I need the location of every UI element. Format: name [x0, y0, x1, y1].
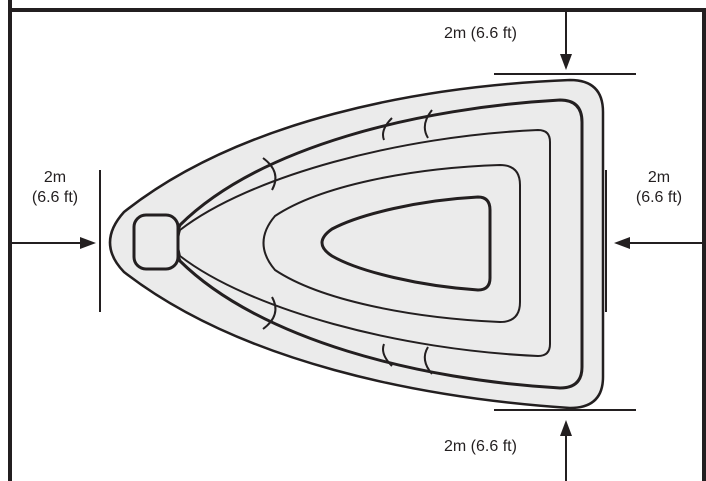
bottom-clearance-label: 2m (6.6 ft)	[444, 438, 517, 455]
bow-box	[132, 213, 180, 271]
clearance-bars	[99, 73, 636, 411]
arrow-right-icon	[10, 237, 96, 249]
room-walls	[8, 0, 706, 481]
top-clearance-label: 2m (6.6 ft)	[444, 25, 517, 42]
arrows	[10, 10, 704, 481]
right-clearance-label-line1: 2m	[647, 169, 671, 186]
seat-divider-bottom-b	[423, 346, 433, 375]
arrow-down-icon	[560, 10, 572, 70]
left-clearance-label: 2m (6.6 ft)	[20, 168, 90, 208]
right-clearance-label-line2: (6.6 ft)	[635, 189, 683, 206]
seat-divider-bottom-a	[382, 343, 393, 367]
left-clearance-label-line2: (6.6 ft)	[31, 189, 79, 206]
arrow-up-icon	[560, 420, 572, 481]
arrow-left-icon	[614, 237, 704, 249]
seat-divider-bottom-left	[262, 296, 277, 330]
boat-top-view	[108, 78, 605, 410]
right-clearance-label: 2m (6.6 ft)	[624, 168, 694, 208]
seat-divider-top-left	[262, 157, 277, 191]
boat-cockpit-inner	[320, 195, 492, 292]
seat-divider-top-a	[382, 117, 393, 141]
left-clearance-label-line1: 2m	[43, 169, 67, 186]
seat-dividers	[262, 109, 433, 375]
seat-divider-top-b	[423, 109, 433, 139]
